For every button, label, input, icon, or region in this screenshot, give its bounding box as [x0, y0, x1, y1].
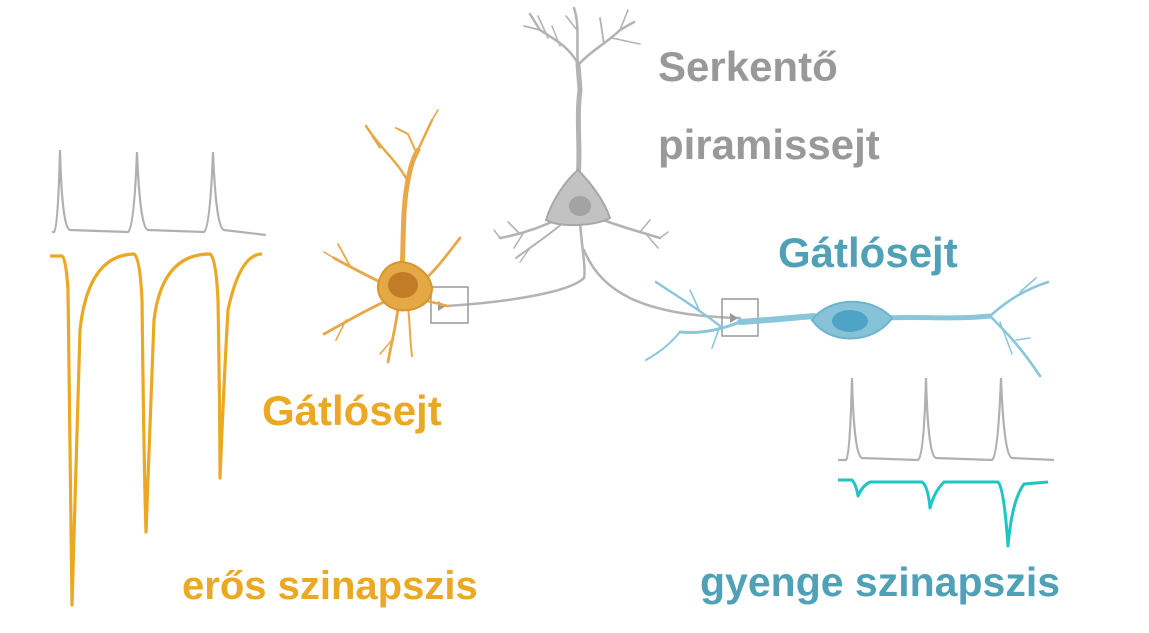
- postsynaptic-current-trace-strong: [50, 252, 263, 607]
- inhibitory-cell-label-teal: Gátlósejt: [778, 229, 958, 276]
- pyramidal-label-line1: Serkentő: [658, 43, 838, 90]
- inhibitory-cell-label-orange: Gátlósejt: [262, 387, 442, 434]
- presynaptic-spike-trace-right: [838, 377, 1055, 462]
- pyramidal-label-line2: piramissejt: [658, 121, 880, 168]
- synapse-box-right: [721, 298, 759, 337]
- strong-synapse-label: erős szinapszis: [182, 564, 478, 608]
- postsynaptic-current-trace-weak: [838, 478, 1049, 548]
- weak-synapse-label: gyenge szinapszis: [700, 559, 1061, 605]
- bipolar-interneuron-icon: [645, 277, 1050, 378]
- multipolar-interneuron-icon: [322, 109, 462, 364]
- synapse-box-left: [430, 286, 469, 324]
- presynaptic-spike-trace-left: [52, 149, 267, 237]
